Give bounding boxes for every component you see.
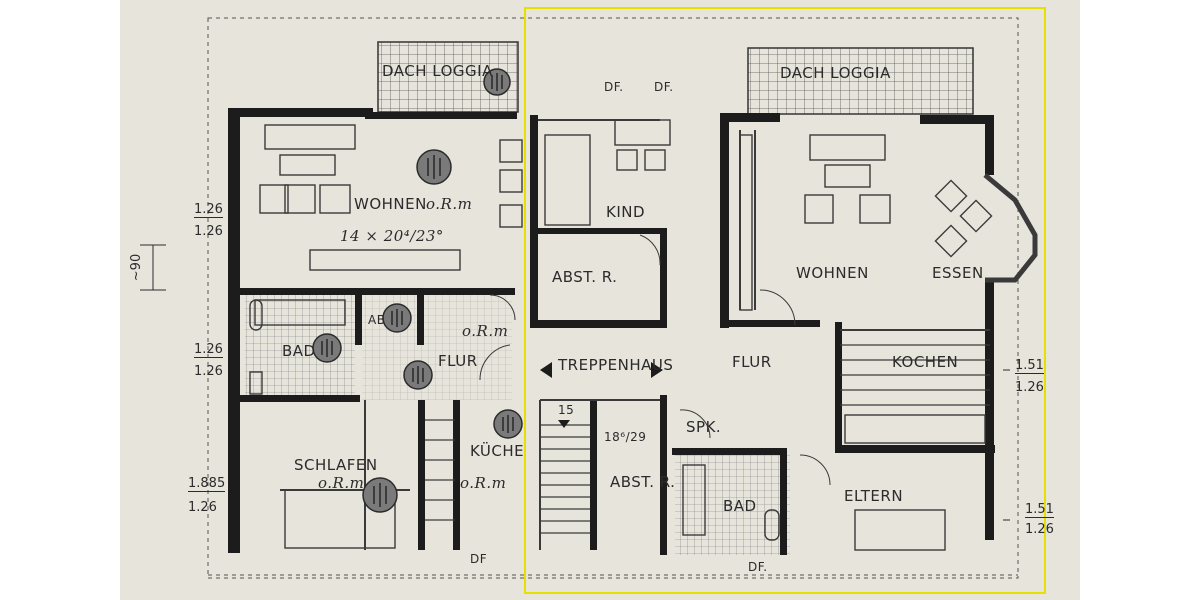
dim-right-1-bottom: 1.26	[1015, 380, 1044, 395]
label-abst-r-lower: ABST. R.	[610, 473, 676, 491]
label-stair-18: 18⁶/29	[604, 430, 647, 444]
highlight-frame	[524, 7, 1046, 594]
dachloggia-right-area	[747, 47, 974, 115]
bad-right-tiles	[675, 455, 790, 555]
label-wohnen-right: WOHNEN	[796, 264, 869, 282]
label-ab: AB	[368, 313, 386, 327]
label-orm-flur: o.R.m	[462, 322, 509, 340]
door-swings	[479, 234, 831, 486]
label-df-bottom-right: DF.	[748, 560, 768, 574]
dim-left-2-bottom: 1.26	[194, 364, 223, 379]
label-orm-wohnen: o.R.m	[426, 195, 473, 213]
label-flur-left: FLUR	[438, 352, 478, 370]
treppenhaus-arrows	[540, 362, 663, 378]
dim-left-3-bottom: 1.26	[188, 500, 217, 515]
floor-plan-drawing	[140, 7, 1046, 594]
label-orm-kueche: o.R.m	[460, 474, 507, 492]
label-kochen: KOCHEN	[892, 353, 959, 371]
roof-outline	[207, 17, 1019, 579]
dim-left-2-top: 1.26	[194, 342, 223, 358]
dim-right-2-top: 1.51	[1025, 502, 1054, 518]
vent-hatching	[321, 73, 514, 507]
label-essen: ESSEN	[932, 264, 984, 282]
dim-left-1-top: 1.26	[194, 202, 223, 218]
walls	[228, 108, 995, 555]
label-orm-schlafen: o.R.m	[318, 474, 365, 492]
label-bad-left: BAD	[282, 342, 316, 360]
label-abst-r-upper: ABST. R.	[552, 268, 618, 286]
label-dachloggia-left: DACH LOGGIA	[382, 62, 493, 80]
label-treppenhaus: TREPPENHAUS	[558, 356, 674, 374]
label-schlafen: SCHLAFEN	[294, 456, 378, 474]
furniture	[249, 119, 993, 551]
dim-right-1-top: 1.51	[1015, 358, 1044, 374]
label-df-bottom-left: DF	[470, 552, 488, 566]
dim-left-3-top: 1.885	[188, 476, 226, 492]
dim-left-1-bottom: 1.26	[194, 224, 223, 239]
dim-left-approx: ~90	[129, 253, 145, 282]
label-flur-right: FLUR	[732, 353, 772, 371]
label-df-top-1: DF.	[604, 80, 624, 94]
label-dachloggia-right: DACH LOGGIA	[780, 64, 891, 82]
label-df-top-2: DF.	[654, 80, 674, 94]
label-wohnen-left: WOHNEN	[354, 195, 427, 213]
label-kueche-left: KÜCHE	[470, 442, 525, 460]
label-stair-15: 15	[558, 403, 575, 417]
dimension-lines	[140, 244, 1010, 521]
stair-direction-arrow	[558, 420, 570, 428]
label-spk: SPK.	[686, 418, 722, 436]
floor-plan-sheet: DACH LOGGIA DACH LOGGIA WOHNEN o.R.m 14 …	[120, 0, 1080, 600]
dim-right-2-bottom: 1.26	[1025, 522, 1054, 537]
label-area-annotation: 14 × 20⁴/23°	[340, 227, 444, 245]
label-bad-right: BAD	[723, 497, 757, 515]
label-eltern: ELTERN	[844, 487, 904, 505]
label-kind: KIND	[606, 203, 646, 221]
